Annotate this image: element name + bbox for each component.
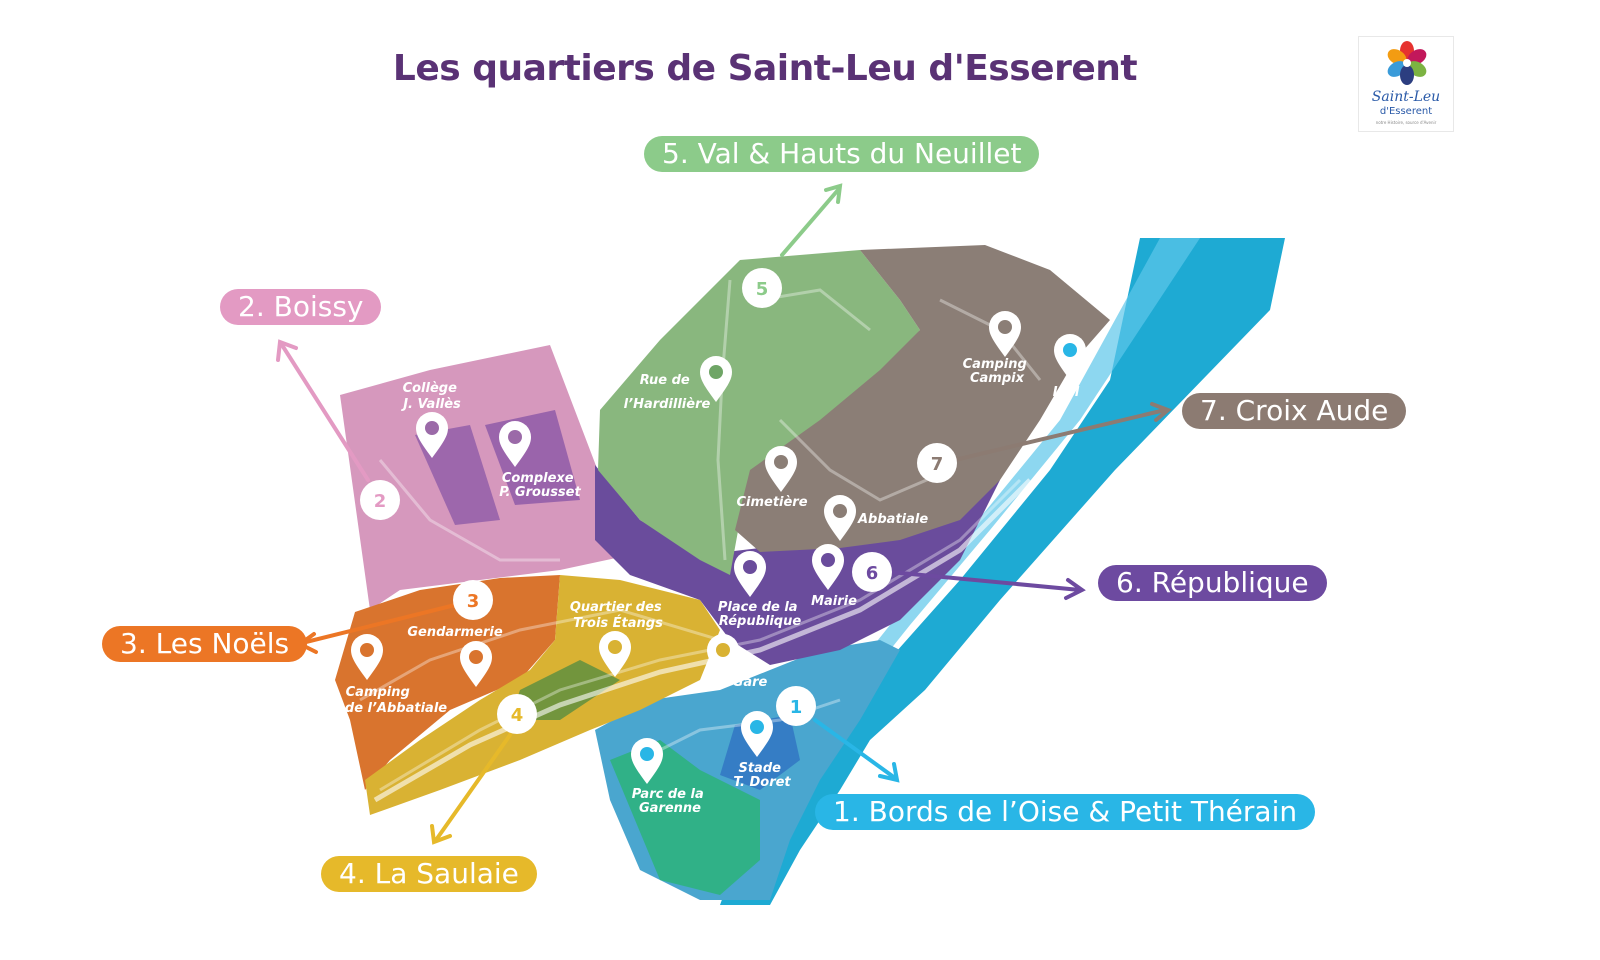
label-cimetiere: Cimetière	[736, 495, 807, 510]
label-lidl: Lidl	[1053, 385, 1080, 400]
district-1-pill: 1. Bords de l’Oise & Petit Thérain	[815, 794, 1316, 830]
label-college: Collège J. Vallès	[400, 381, 461, 412]
district-5-marker: 5	[742, 268, 782, 308]
district-4-pill: 4. La Saulaie	[321, 856, 537, 892]
district-1-number: 1	[790, 697, 803, 718]
arrow-district-1	[813, 718, 897, 780]
district-2-pill: 2. Boissy	[220, 289, 382, 325]
label-complexe: Complexe P. Grousset	[499, 471, 581, 500]
arrow-district-2	[280, 343, 370, 482]
arrow-district-5	[780, 188, 840, 257]
district-5-pill: 5. Val & Hauts du Neuillet	[644, 136, 1040, 172]
district-5-number: 5	[756, 279, 769, 300]
label-camping-campix: Camping Campix	[963, 357, 1032, 386]
label-stade: Stade T. Doret	[733, 761, 791, 790]
label-camping-abbatiale: Camping de l’Abbatiale	[345, 685, 447, 716]
district-3-number: 3	[467, 591, 480, 612]
label-gendarmerie: Gendarmerie	[407, 625, 502, 640]
label-mairie: Mairie	[811, 594, 857, 609]
district-7-pill: 7. Croix Aude	[1182, 393, 1407, 429]
district-4-number: 4	[511, 705, 524, 726]
map-title: Les quartiers de Saint-Leu d'Esserent	[392, 48, 1138, 89]
logo-name: Saint-Leu	[1371, 89, 1441, 105]
label-rue-hardilliere: Rue de l’Hardillière	[624, 373, 711, 412]
river-oise	[720, 238, 1285, 905]
arrow-district-4	[434, 733, 512, 842]
label-trois-etangs: Quartier des Trois Étangs	[570, 600, 666, 631]
flower-logo-icon	[1387, 41, 1427, 85]
district-2-marker: 2	[360, 480, 400, 520]
district-5-area	[598, 250, 920, 575]
district-6-marker: 6	[852, 552, 892, 592]
town-logo: Saint-Leu d'Esserent notre Histoire, sou…	[1358, 36, 1454, 132]
arrow-district-6	[888, 570, 1082, 592]
district-7-marker: 7	[917, 443, 957, 483]
district-4-marker: 4	[497, 694, 537, 734]
label-gare: Gare	[733, 675, 768, 690]
district-6-number: 6	[866, 563, 879, 584]
district-1-marker: 1	[776, 686, 816, 726]
district-3-marker: 3	[453, 580, 493, 620]
gare-pin-icon	[707, 634, 739, 680]
label-place-republique: Place de la République	[718, 600, 802, 629]
district-6-area	[595, 465, 1000, 665]
logo-tagline: notre Histoire, source d'Avenir	[1375, 120, 1437, 125]
label-abbatiale: Abbatiale	[857, 512, 928, 527]
arrow-district-7	[953, 408, 1167, 462]
district-3-pill: 3. Les Noëls	[102, 626, 308, 662]
district-2-number: 2	[374, 491, 387, 512]
district-3-area	[335, 575, 560, 790]
label-parc-garenne: Parc de la Garenne	[632, 787, 709, 816]
logo-subname: d'Esserent	[1379, 106, 1433, 117]
district-6-pill: 6. République	[1098, 565, 1327, 601]
arrow-district-3	[300, 603, 457, 645]
district-7-number: 7	[931, 454, 944, 475]
